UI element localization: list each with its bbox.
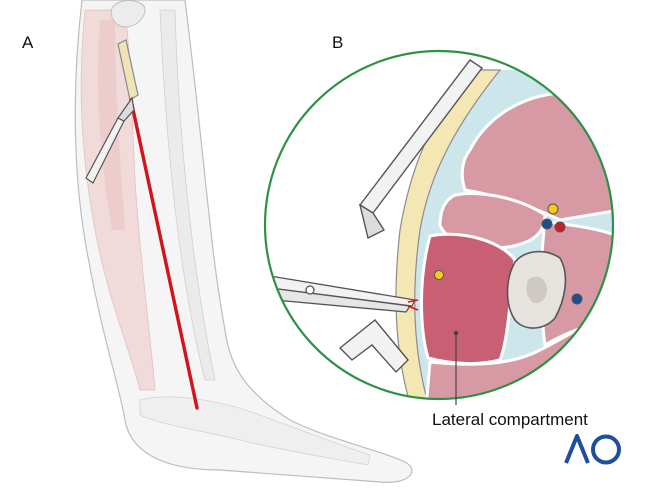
vein-dot-2	[571, 293, 583, 305]
panel-b-label: B	[332, 33, 344, 52]
nerve-dot-lateral	[434, 270, 444, 280]
skin-fat-band	[395, 69, 502, 399]
scalpel-icon	[85, 96, 135, 184]
knee-bone	[110, 0, 146, 28]
incision-line	[129, 98, 199, 410]
leg-outline	[74, 0, 413, 483]
retractor-upper-icon	[358, 59, 484, 240]
retractor-lower-icon	[338, 319, 409, 374]
ao-logo	[564, 434, 621, 465]
muscle-lateral-compartment	[420, 232, 517, 366]
artery-dot	[554, 221, 566, 233]
cross-section-magnifier	[263, 49, 615, 405]
graft-site	[117, 39, 139, 101]
foot-bones	[139, 396, 371, 466]
leg-illustration	[74, 0, 413, 483]
leg-muscles-2	[98, 20, 125, 230]
panel-a-label: A	[22, 33, 34, 52]
vein-dot	[541, 218, 553, 230]
lateral-compartment-label: Lateral compartment	[432, 410, 588, 429]
tibia-bone	[159, 9, 216, 381]
nerve-dot	[547, 203, 559, 215]
magnifier-border	[263, 49, 615, 401]
